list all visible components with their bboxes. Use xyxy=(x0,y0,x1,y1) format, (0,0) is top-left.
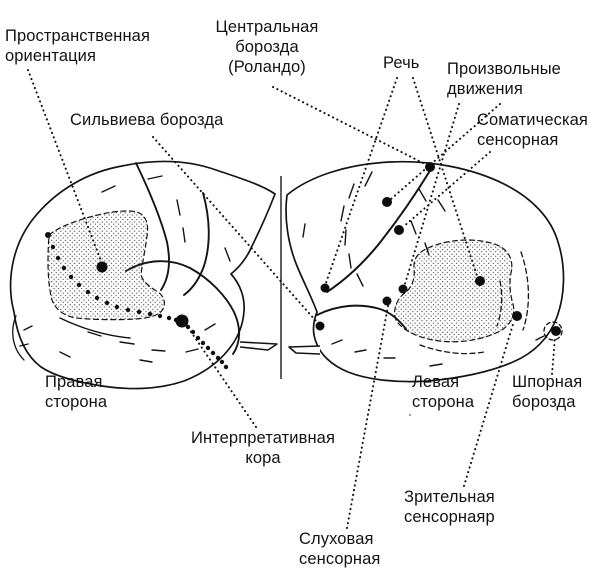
right-stipple-area xyxy=(394,239,515,343)
label-voluntary-movements: Произвольные движения xyxy=(447,60,561,98)
left-hemisphere xyxy=(9,160,277,390)
right-central-sulcus xyxy=(326,168,432,293)
leader-speech-b xyxy=(412,77,478,277)
leader-somatic xyxy=(402,151,491,228)
leader-voluntary-a xyxy=(390,103,501,200)
dot-central-sulcus xyxy=(425,162,435,172)
label-visual-sensory: Зрительная сенсорнаяр xyxy=(404,488,495,526)
left-gyri-dashes xyxy=(19,175,231,363)
label-calcarine-sulcus: Шпорная борозда xyxy=(512,373,583,411)
leader-auditory xyxy=(346,305,389,529)
right-hemisphere xyxy=(285,160,565,416)
leader-interpretive xyxy=(186,325,257,428)
dot-visual xyxy=(512,311,522,321)
label-left-side: Левая сторона xyxy=(412,373,475,411)
leader-central xyxy=(272,86,426,165)
leader-spatial xyxy=(27,69,102,262)
label-auditory-sensory: Слуховая сенсорная xyxy=(299,530,381,568)
dot-broca xyxy=(320,283,330,293)
left-temporal-lobe-line xyxy=(125,260,241,355)
label-speech: Речь xyxy=(383,54,420,72)
dot-interpretive-cortex xyxy=(175,314,189,328)
dot-spatial-orientation xyxy=(96,261,108,273)
stub-right xyxy=(288,345,321,355)
stub-left xyxy=(239,341,278,351)
dot-somatic-sensory xyxy=(394,225,404,235)
area-marker-dots xyxy=(96,162,561,336)
label-right-side: Правая сторона xyxy=(45,373,108,411)
label-somatic-sensory: Соматическая сенсорная xyxy=(477,111,588,149)
dot-auditory xyxy=(382,296,392,306)
label-spatial-orientation: Пространственная ориентация xyxy=(5,27,150,65)
calcarine-dashed-circle xyxy=(543,321,563,341)
leader-visual xyxy=(463,320,515,487)
leader-lines xyxy=(27,69,556,529)
label-sylvian-fissure: Сильвиева борозда xyxy=(70,111,224,129)
leader-calcarine xyxy=(551,336,556,375)
dot-sylvian-fissure xyxy=(315,321,325,331)
right-gyri-dashes xyxy=(302,171,545,416)
dot-calcarine xyxy=(551,326,561,336)
brainstem-stubs xyxy=(239,341,321,355)
label-interpretive-cortex: Интерпретативная кора xyxy=(191,429,335,467)
dot-voluntary-motor xyxy=(382,197,392,207)
label-central-sulcus: Центральная борозда (Роландо) xyxy=(215,18,319,76)
dot-speech-lower xyxy=(398,284,408,294)
dot-wernicke xyxy=(475,276,485,286)
